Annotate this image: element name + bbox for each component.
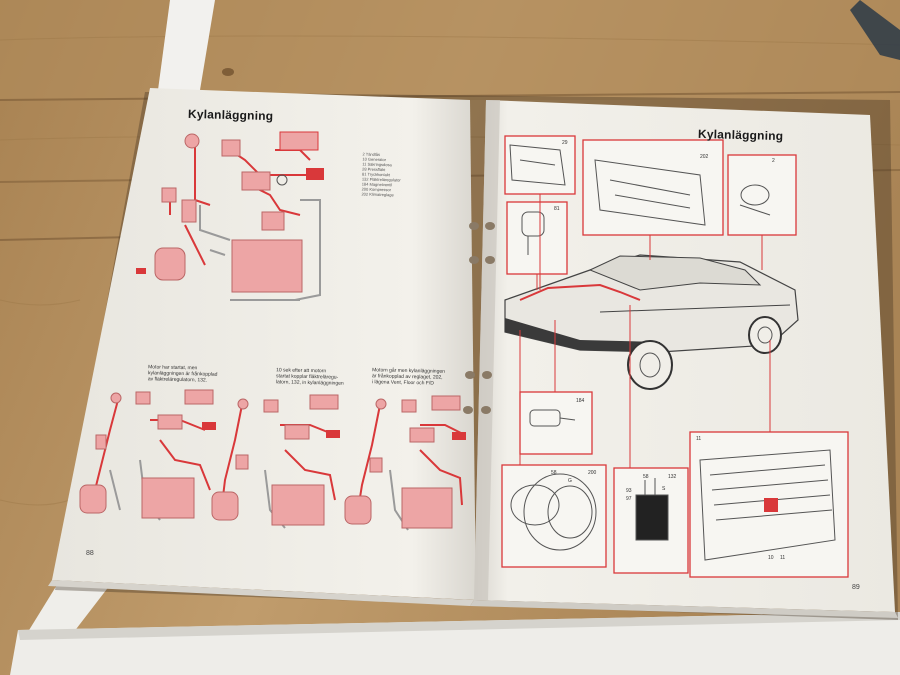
wiring-state-diagram-1 [79,389,216,521]
component-legend: 2 Tändlås 10 Generator 11 Säkringsdosa 2… [361,151,401,198]
state-caption-1: Motor har startat, men kylanläggningen ä… [147,364,218,384]
car-illustration [504,254,799,390]
binder-holes [463,222,495,414]
page-stack [48,580,898,618]
pin-label-4: S [662,486,666,492]
callout-200: 200 [588,470,597,476]
inset-sketches [509,144,836,561]
callout-202: 202 [700,154,709,160]
wiring-state-diagram-2 [211,394,340,529]
left-page-number: 88 [86,550,94,557]
right-page-title: Kylanläggning [697,126,784,144]
main-wiring-diagram [136,131,324,301]
state-caption-3: Motorn går men kylanläggningen är frånko… [371,367,446,387]
callout-29: 29 [562,140,568,146]
pin-label-3: 58 [643,474,649,480]
pin-label-2: G [568,478,572,484]
left-page-title: Kylanläggning [187,106,274,124]
callout-2: 2 [772,158,775,164]
pin-label-6: 97 [626,496,632,502]
leader-lines [519,194,771,468]
inset-boxes [501,135,849,578]
pin-label-1: 58 [551,470,557,476]
callout-10: 10 [768,555,774,561]
callout-132: 132 [668,474,677,480]
callout-11: 11 [780,555,786,561]
state-caption-2: 10 sek efter att motorn startat kopplar … [275,367,344,387]
wiring-state-diagram-3 [344,395,466,531]
callout-184: 184 [576,398,585,404]
callout-81: 81 [554,206,560,212]
callout-11-box: 11 [696,436,702,442]
pin-label-5: 93 [626,488,632,494]
right-page-number: 89 [852,584,860,591]
fuse-highlight [764,498,778,512]
